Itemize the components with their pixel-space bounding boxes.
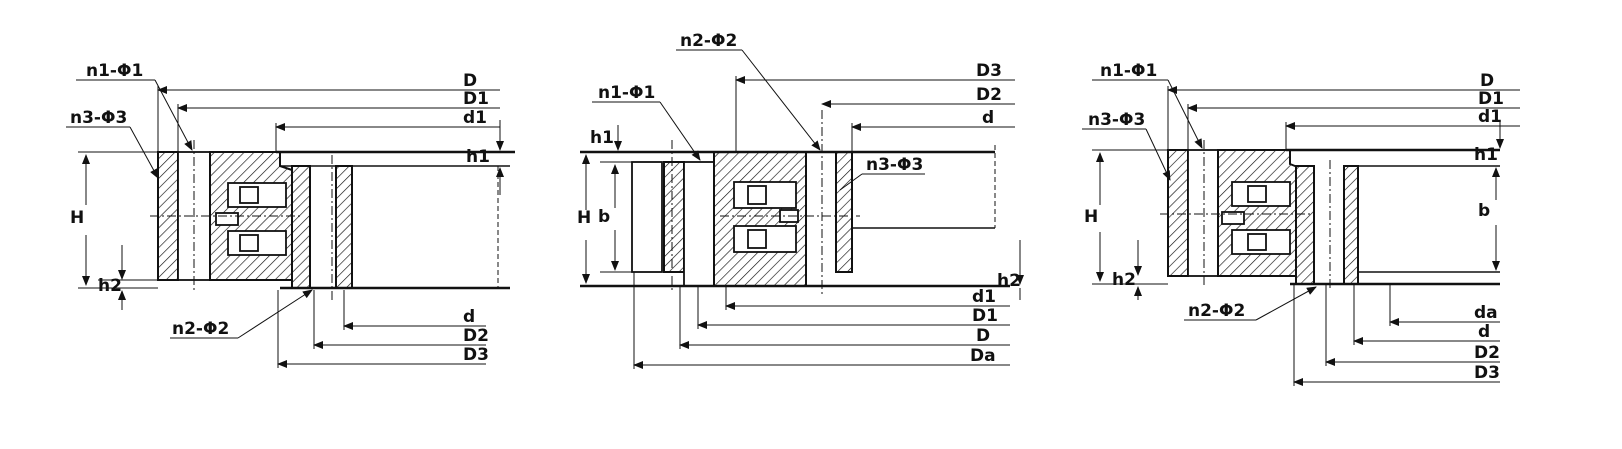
upper-roller [747, 185, 767, 205]
label-h2: h2 [997, 271, 1021, 291]
drawing-middle: H b h1 n1-Φ1 n2-Φ2 n3-Φ3 D3 D2 d h2 [577, 31, 1024, 369]
lower-roller [239, 234, 259, 252]
label-D2: D2 [1474, 343, 1500, 363]
label-D3: D3 [1474, 363, 1500, 383]
spacer [1221, 211, 1245, 225]
spacer [215, 212, 239, 226]
gear-ring-outline [631, 161, 663, 273]
outer-ring-left-section [1167, 149, 1189, 277]
label-n1-phi1: n1-Φ1 [1100, 61, 1157, 81]
label-d: d [463, 307, 475, 327]
gear-ring-section [291, 165, 311, 289]
label-D: D [1480, 71, 1494, 91]
inner-ring-section [835, 151, 853, 273]
label-h2: h2 [98, 276, 122, 296]
gear-ring-section [1295, 165, 1315, 285]
label-n2-phi2: n2-Φ2 [1188, 301, 1245, 321]
upper-roller [239, 186, 259, 204]
gear-teeth-section [663, 161, 685, 273]
label-n1-phi1: n1-Φ1 [598, 83, 655, 103]
label-D1: D1 [1478, 89, 1504, 109]
label-d: d [1478, 322, 1490, 342]
label-h2: h2 [1112, 270, 1136, 290]
label-h1: h1 [1474, 145, 1498, 165]
label-H: H [1084, 207, 1098, 227]
label-d: d [982, 108, 994, 128]
label-h1: h1 [466, 147, 490, 167]
label-D3: D3 [463, 345, 489, 365]
bolt-hole-zone [683, 161, 715, 287]
lower-roller [747, 229, 767, 249]
label-H: H [70, 208, 84, 228]
label-D3: D3 [976, 61, 1002, 81]
label-b: b [1478, 201, 1490, 221]
label-D1: D1 [972, 306, 998, 326]
label-n3-phi3: n3-Φ3 [1088, 110, 1145, 130]
label-n3-phi3: n3-Φ3 [70, 108, 127, 128]
label-d1: d1 [1478, 107, 1502, 127]
label-D2: D2 [463, 326, 489, 346]
label-H: H [577, 208, 591, 228]
label-n2-phi2: n2-Φ2 [680, 31, 737, 51]
label-n2-phi2: n2-Φ2 [172, 319, 229, 339]
label-b: b [598, 207, 610, 227]
outer-ring-bolt-hole-zone [1187, 149, 1219, 277]
label-D: D [463, 71, 477, 91]
gear-teeth-section [335, 165, 353, 289]
label-D1: D1 [463, 89, 489, 109]
label-h1: h1 [590, 128, 614, 148]
label-d1: d1 [972, 287, 996, 307]
label-n3-phi3: n3-Φ3 [866, 155, 923, 175]
label-D2: D2 [976, 85, 1002, 105]
upper-roller [1247, 185, 1267, 203]
label-n1-phi1: n1-Φ1 [86, 61, 143, 81]
gear-teeth-section [1343, 165, 1359, 285]
drawing-right: H h2 n1-Φ1 n3-Φ3 n2-Φ2 D D1 d1 h1 b [1082, 61, 1520, 386]
label-D: D [976, 326, 990, 346]
label-da: da [1474, 303, 1498, 323]
lower-roller [1247, 233, 1267, 251]
label-d1: d1 [463, 108, 487, 128]
drawing-left: H h2 n1-Φ1 n3-Φ3 n2-Φ2 D D1 d1 h1 d [66, 61, 515, 368]
label-Da: Da [970, 346, 996, 366]
